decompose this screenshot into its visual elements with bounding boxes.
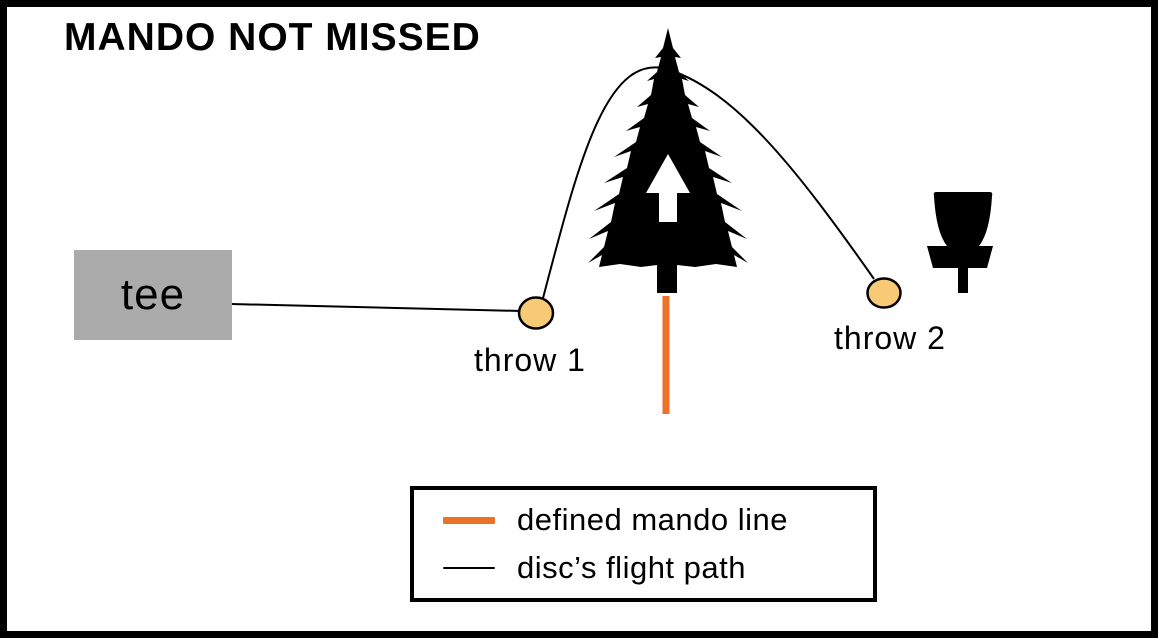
legend-row-mando-line: defined mando line [443,501,873,539]
page-title: MANDO NOT MISSED [64,16,481,59]
legend-label-mando: defined mando line [517,502,788,537]
basket-icon [927,192,993,293]
flight-path-swatch [443,567,495,569]
legend-label-flight: disc’s flight path [517,550,746,585]
mando-direction-arrow-icon [646,154,690,222]
mando-line-swatch [443,516,495,524]
landing-spot-throw1 [517,296,555,330]
throw2-label: throw 2 [834,320,946,356]
flight-path-segment-1 [230,303,522,312]
tree-icon [588,28,748,293]
throw1-label: throw 1 [474,342,586,378]
legend-row-flight-path: disc’s flight path [443,549,873,587]
tee-label: tee [120,270,186,319]
landing-spot-throw2 [866,277,902,309]
legend: defined mando line disc’s flight path [410,486,877,602]
tee-pad: tee [74,250,232,340]
